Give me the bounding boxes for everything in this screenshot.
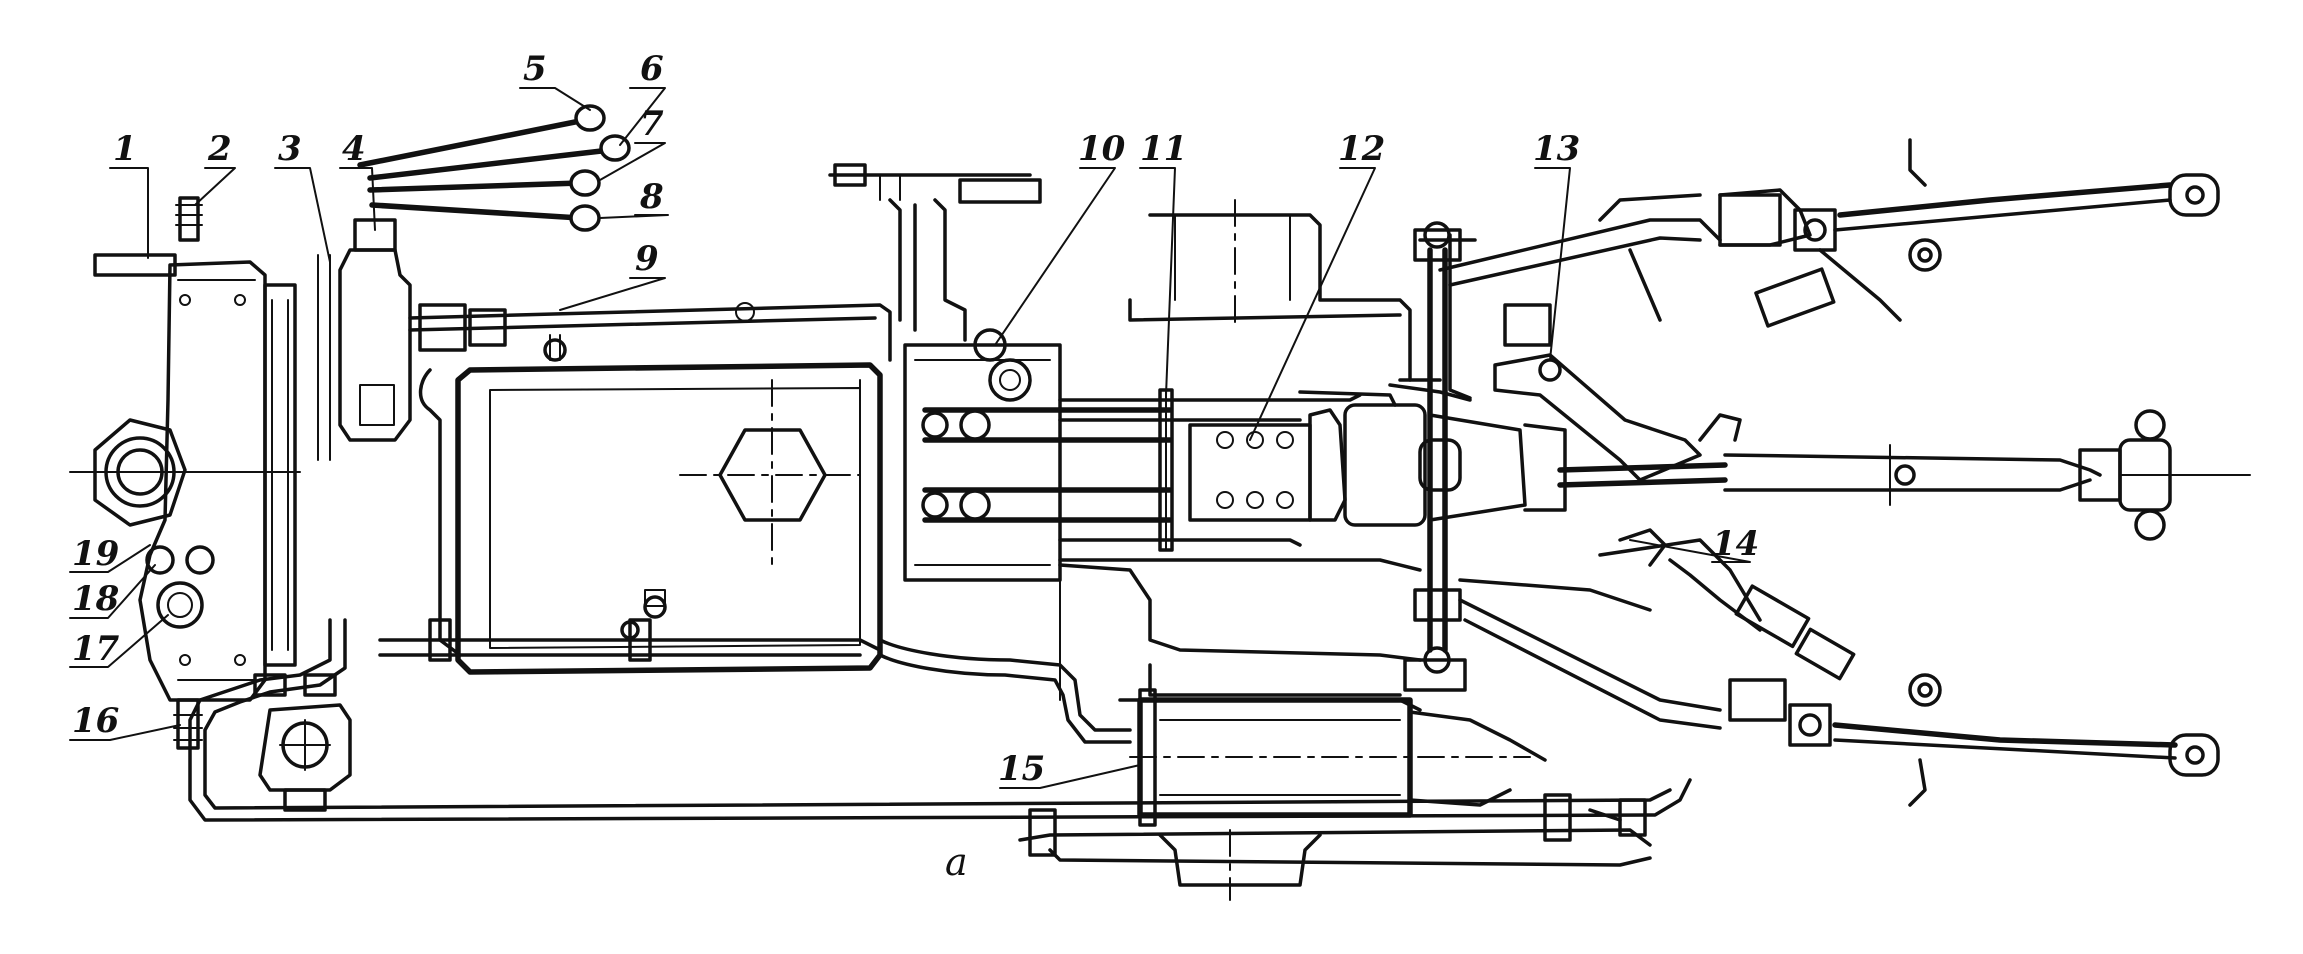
callout-18: 18 xyxy=(72,579,119,619)
view-letter: a xyxy=(945,840,968,884)
callout-17: 17 xyxy=(72,629,120,669)
callout-19: 19 xyxy=(72,534,119,574)
gearbox-housing xyxy=(69,196,301,750)
callout-14: 14 xyxy=(1712,524,1759,564)
callout-13: 13 xyxy=(1533,129,1580,169)
hitch-linkage xyxy=(1403,138,2251,807)
callout-4: 4 xyxy=(342,129,366,169)
callout-6: 6 xyxy=(640,49,664,89)
callout-5: 5 xyxy=(523,49,547,89)
callout-10: 10 xyxy=(1078,129,1126,169)
mount-bracket xyxy=(258,703,352,812)
callout-16: 16 xyxy=(72,701,119,741)
callout-1: 1 xyxy=(113,129,137,169)
lower-frame xyxy=(1018,793,1652,901)
callout-11: 11 xyxy=(1140,129,1187,169)
callout-7: 7 xyxy=(640,104,664,144)
callout-8: 8 xyxy=(639,177,664,217)
callout-15: 15 xyxy=(998,749,1045,789)
callout-2: 2 xyxy=(207,129,232,169)
top-pipes xyxy=(408,302,892,362)
callout-9: 9 xyxy=(635,239,659,279)
hydraulic-tank xyxy=(418,362,883,675)
distributor-block xyxy=(828,163,1567,582)
callout-3: 3 xyxy=(278,129,302,169)
lower-pipes xyxy=(188,618,1692,822)
callout-labels: 1 2 3 4 5 6 7 8 9 10 11 12 13 14 15 16 1… xyxy=(72,49,1759,884)
oil-filter xyxy=(1129,688,1547,827)
leader-lines xyxy=(69,87,1751,789)
callout-12: 12 xyxy=(1338,129,1385,169)
rear-axle-housing xyxy=(1058,199,1477,712)
